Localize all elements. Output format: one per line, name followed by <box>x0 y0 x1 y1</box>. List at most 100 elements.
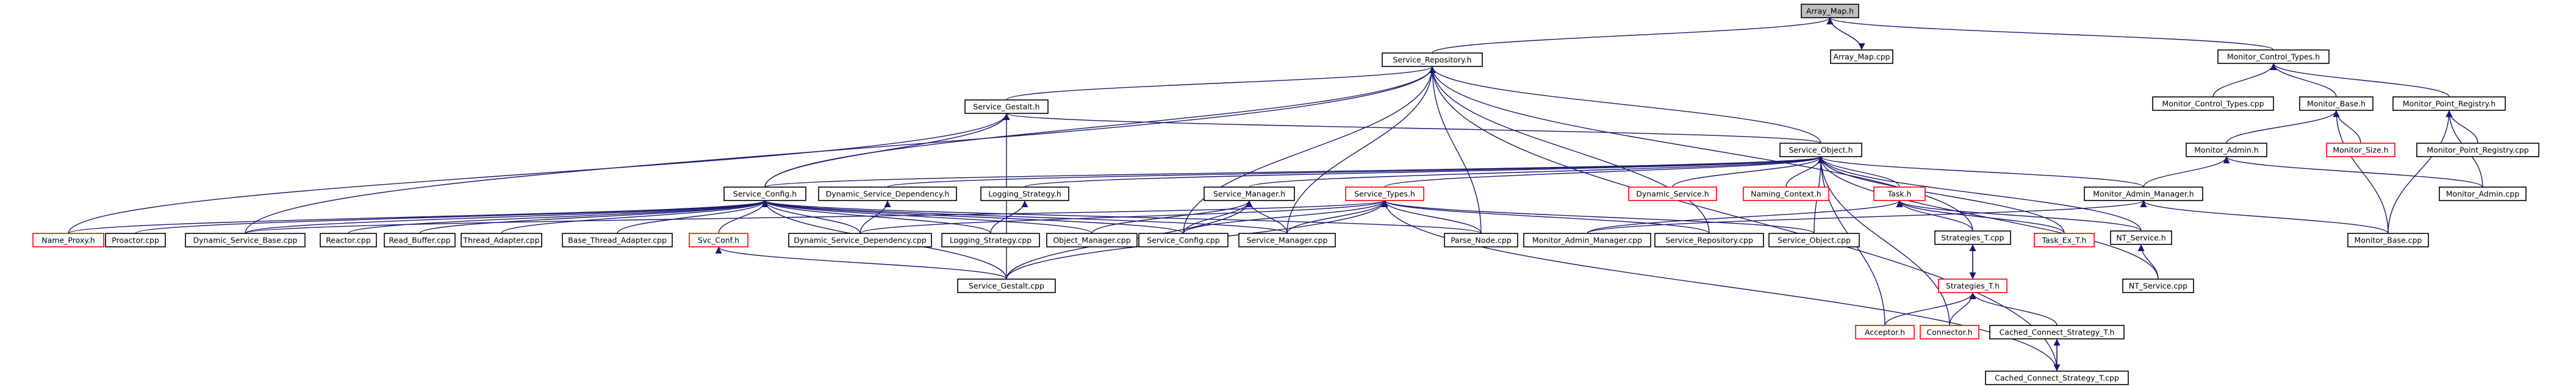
node-nt-service-h[interactable]: NT_Service.h <box>2110 230 2172 245</box>
edge-dynamic-service-h-to-service-object-h <box>1672 156 1824 188</box>
node-label: Name_Proxy.h <box>41 236 95 245</box>
edge-object-manager-cpp-to-service-manager-h <box>1091 200 1253 234</box>
node-service-config-cpp[interactable]: Service_Config.cpp <box>1138 233 1229 247</box>
node-box <box>2034 233 2095 247</box>
node-strategies-t-cpp[interactable]: Strategies_T.cpp <box>1934 230 2011 245</box>
node-reactor-cpp[interactable]: Reactor.cpp <box>320 233 377 247</box>
node-label: Read_Buffer.cpp <box>389 236 450 245</box>
node-task-h[interactable]: Task.h <box>1873 186 1926 201</box>
edge-monitor-admin-manager-h-to-monitor-admin-h <box>2143 156 2230 188</box>
node-nt-service-cpp[interactable]: NT_Service.cpp <box>2122 279 2194 293</box>
node-box <box>461 233 542 247</box>
node-cached-connect-strategy-t-cpp[interactable]: Cached_Connect_Strategy_T.cpp <box>1985 371 2129 385</box>
node-box <box>723 186 806 201</box>
node-monitor-control-types-cpp[interactable]: Monitor_Control_Types.cpp <box>2152 96 2274 111</box>
edge-service-repository-cpp-to-service-repository-h <box>1429 66 1710 234</box>
node-monitor-base-h[interactable]: Monitor_Base.h <box>2299 96 2373 111</box>
node-box <box>185 233 306 247</box>
node-naming-context-h[interactable]: Naming_Context.h <box>1743 186 1829 201</box>
node-cached-connect-strategy-t-h[interactable]: Cached_Connect_Strategy_T.h <box>1989 325 2125 339</box>
node-monitor-point-registry-cpp[interactable]: Monitor_Point_Registry.cpp <box>2416 143 2539 157</box>
node-box <box>1138 233 1229 247</box>
edge-proactor-cpp-to-service-config-h <box>135 200 769 234</box>
edge-reactor-cpp-to-service-config-h <box>348 200 769 234</box>
node-proactor-cpp[interactable]: Proactor.cpp <box>105 233 166 247</box>
node-dynamic-service-h[interactable]: Dynamic_Service.h <box>1628 186 1717 201</box>
node-read-buffer-cpp[interactable]: Read_Buffer.cpp <box>384 233 456 247</box>
node-connector-h[interactable]: Connector.h <box>1920 325 1979 339</box>
edge-service-config-cpp-to-service-config-h <box>761 200 1184 234</box>
node-box <box>2299 96 2373 111</box>
node-label: Logging_Strategy.h <box>988 190 1061 199</box>
node-acceptor-h[interactable]: Acceptor.h <box>1855 325 1915 339</box>
node-box <box>1523 233 1651 247</box>
node-service-object-h[interactable]: Service_Object.h <box>1779 143 1862 157</box>
node-logging-strategy-h[interactable]: Logging_Strategy.h <box>980 186 1069 201</box>
edge-read-buffer-cpp-to-service-config-h <box>419 200 769 234</box>
node-monitor-base-cpp[interactable]: Monitor_Base.cpp <box>2347 233 2429 247</box>
node-monitor-control-types-h[interactable]: Monitor_Control_Types.h <box>2217 49 2330 64</box>
node-service-types-h[interactable]: Service_Types.h <box>1345 186 1424 201</box>
node-box <box>957 279 1056 293</box>
node-service-gestalt-cpp[interactable]: Service_Gestalt.cpp <box>957 279 1056 293</box>
node-label: Reactor.cpp <box>326 236 371 245</box>
node-object-manager-cpp[interactable]: Object_Manager.cpp <box>1046 233 1138 247</box>
edge-dynamic-service-base-cpp-to-service-types-h <box>245 200 1388 234</box>
node-label: Service_Config.cpp <box>1147 236 1219 245</box>
node-monitor-admin-cpp[interactable]: Monitor_Admin.cpp <box>2439 186 2527 201</box>
node-monitor-size-h[interactable]: Monitor_Size.h <box>2326 143 2395 157</box>
node-service-gestalt-h[interactable]: Service_Gestalt.h <box>964 99 1049 114</box>
node-box <box>1204 186 1295 201</box>
edge-monitor-base-cpp-to-monitor-point-registry-h <box>2388 110 2453 234</box>
node-label: Object_Manager.cpp <box>1053 236 1130 245</box>
node-box <box>1382 52 1483 67</box>
node-array-map-cpp[interactable]: Array_Map.cpp <box>1830 49 1893 64</box>
edge-thread-adapter-cpp-to-service-config-h <box>501 200 769 234</box>
node-task-ex-t-h[interactable]: Task_Ex_T.h <box>2034 233 2095 247</box>
node-dynamic-service-base-cpp[interactable]: Dynamic_Service_Base.cpp <box>185 233 306 247</box>
edge-service-config-cpp-to-service-types-h <box>1183 200 1388 234</box>
node-monitor-admin-manager-h[interactable]: Monitor_Admin_Manager.h <box>2084 186 2203 201</box>
node-box <box>1934 230 2011 245</box>
node-label: Naming_Context.h <box>1751 190 1821 199</box>
node-array-map-h[interactable]: Array_Map.h <box>1801 4 1859 18</box>
node-monitor-admin-manager-cpp[interactable]: Monitor_Admin_Manager.cpp <box>1523 233 1651 247</box>
node-monitor-point-registry-h[interactable]: Monitor_Point_Registry.h <box>2392 96 2506 111</box>
node-box <box>1989 325 2125 339</box>
edge-dynamic-service-dependency-cpp-to-dynamic-service-dependency-h <box>859 200 891 234</box>
node-box <box>2392 96 2506 111</box>
file-nodes: Array_Map.hArray_Map.cppService_Reposito… <box>32 4 2539 385</box>
edge-service-gestalt-cpp-to-svc-conf-h <box>715 246 1007 280</box>
node-service-config-h[interactable]: Service_Config.h <box>723 186 806 201</box>
edge-cached-connect-strategy-t-cpp-to-service-repository-h <box>1429 66 2058 372</box>
node-box <box>2439 186 2527 201</box>
node-service-repository-cpp[interactable]: Service_Repository.cpp <box>1654 233 1764 247</box>
node-dynamic-service-dependency-h[interactable]: Dynamic_Service_Dependency.h <box>818 186 957 201</box>
node-label: Monitor_Size.h <box>2333 146 2388 155</box>
node-thread-adapter-cpp[interactable]: Thread_Adapter.cpp <box>461 233 542 247</box>
node-box <box>1779 143 1862 157</box>
edge-dynamic-service-dependency-h-to-service-object-h <box>887 156 1824 188</box>
node-label: Monitor_Admin_Manager.cpp <box>1532 236 1642 245</box>
node-svc-conf-h[interactable]: Svc_Conf.h <box>689 233 748 247</box>
edge-strategies-t-cpp-to-service-repository-h <box>1429 66 1973 232</box>
node-box <box>1873 186 1926 201</box>
node-dynamic-service-dependency-cpp[interactable]: Dynamic_Service_Dependency.cpp <box>788 233 932 247</box>
node-box <box>1743 186 1829 201</box>
node-parse-node-cpp[interactable]: Parse_Node.cpp <box>1444 233 1518 247</box>
node-name-proxy-h[interactable]: Name_Proxy.h <box>32 233 104 247</box>
node-service-repository-h[interactable]: Service_Repository.h <box>1382 52 1483 67</box>
node-service-manager-cpp[interactable]: Service_Manager.cpp <box>1238 233 1336 247</box>
node-box <box>2347 233 2429 247</box>
edge-logging-strategy-h-to-service-object-h <box>1024 156 1824 188</box>
node-base-thread-adapter-cpp[interactable]: Base_Thread_Adapter.cpp <box>562 233 673 247</box>
node-label: Service_Gestalt.h <box>973 102 1039 112</box>
node-service-manager-h[interactable]: Service_Manager.h <box>1204 186 1295 201</box>
edge-service-repository-cpp-to-service-types-h <box>1381 200 1710 234</box>
node-logging-strategy-cpp[interactable]: Logging_Strategy.cpp <box>941 233 1040 247</box>
node-monitor-admin-h[interactable]: Monitor_Admin.h <box>2186 143 2267 157</box>
edge-service-repository-h-to-array-map-h <box>1432 17 1834 54</box>
node-strategies-t-h[interactable]: Strategies_T.h <box>1938 279 2007 293</box>
node-service-object-cpp[interactable]: Service_Object.cpp <box>1768 233 1860 247</box>
edge-monitor-control-types-h-to-array-map-h <box>1826 17 2274 51</box>
